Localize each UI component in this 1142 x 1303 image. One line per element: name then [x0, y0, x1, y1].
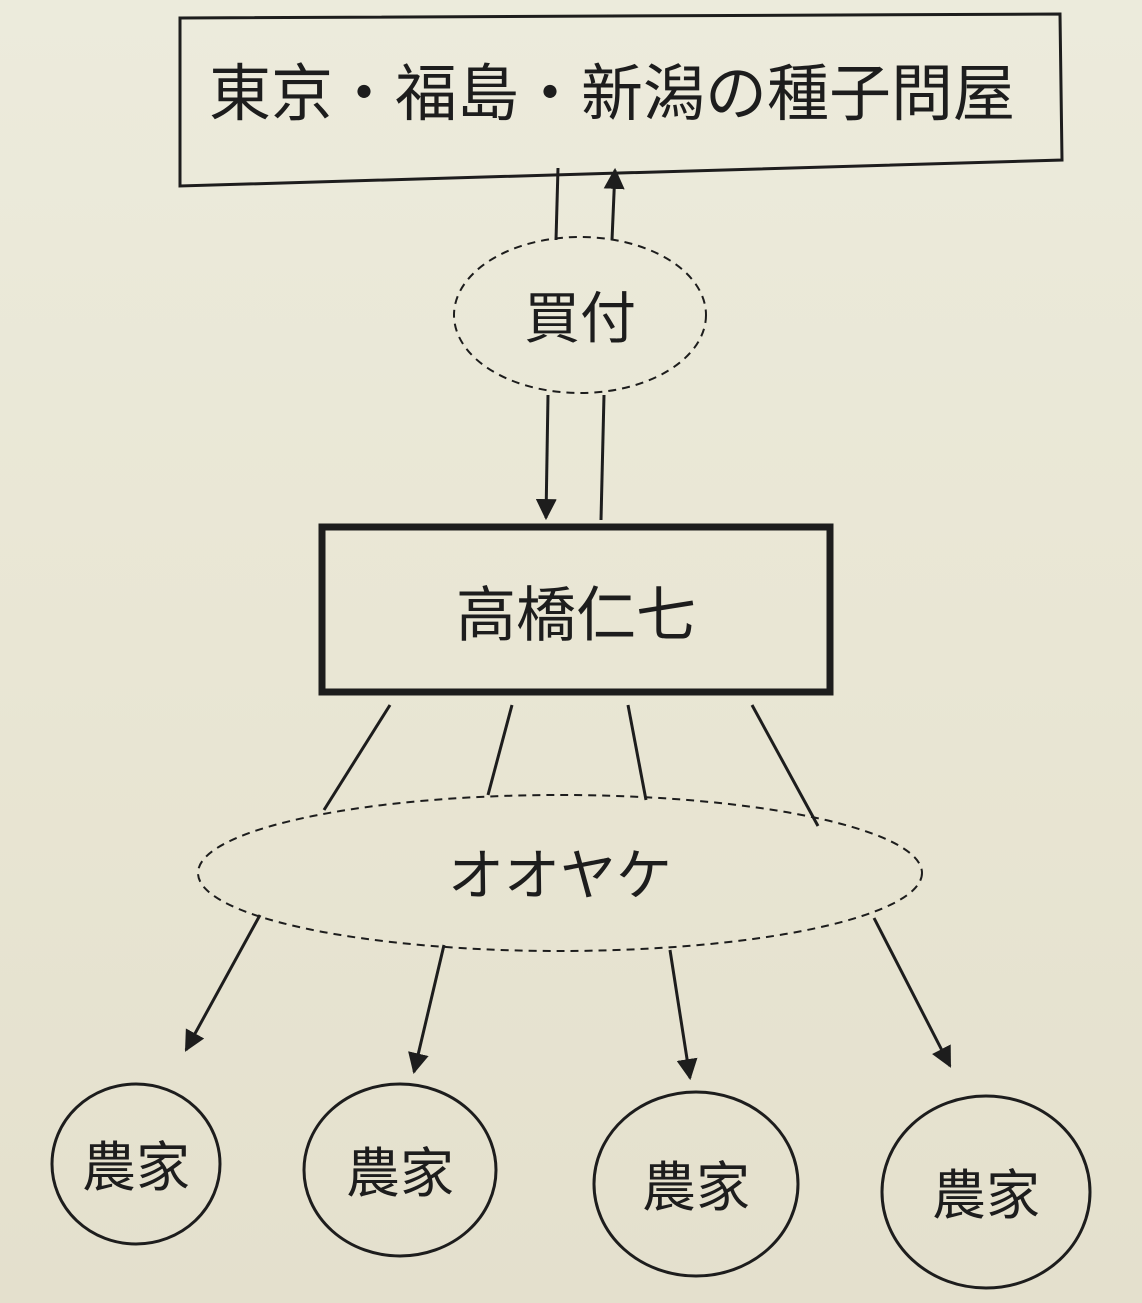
oyake-label: オオヤケ: [448, 844, 672, 909]
farmer-label: 農家: [346, 1142, 454, 1205]
center-to-oyake-line-4: [750, 704, 820, 827]
buying-ellipse: 買付: [453, 236, 707, 394]
buying-to-wholesaler-arrow: [603, 167, 625, 241]
oyake-ellipse-outline: [197, 794, 923, 952]
center-box: 高橋仁七: [318, 523, 834, 696]
center-to-buying-line: [599, 394, 606, 521]
farmer-node-2-outline: [302, 1082, 498, 1258]
farmer-label: 農家: [932, 1164, 1040, 1227]
farmer-node-4-outline: [880, 1094, 1092, 1290]
buying-ellipse-outline: [453, 236, 707, 394]
farmer-label: 農家: [642, 1156, 750, 1219]
center-to-oyake-line-2: [486, 704, 514, 796]
oyake-ellipse: オオヤケ: [197, 794, 923, 952]
farmer-node-2: 農家: [302, 1082, 498, 1258]
wholesaler-box: 東京・福島・新潟の種子問屋: [178, 12, 1064, 188]
oyake-to-farmer-arrow-3: [668, 949, 698, 1081]
farmer-node-3-outline: [592, 1090, 800, 1278]
buying-label: 買付: [524, 287, 636, 352]
oyake-to-farmer-arrow-4: [872, 917, 952, 1068]
center-to-oyake-line-1: [322, 704, 392, 811]
center-label: 高橋仁七: [456, 581, 696, 651]
oyake-to-farmer-arrow-2: [408, 944, 446, 1075]
buying-to-center-arrow: [535, 394, 557, 521]
farmer-node-3: 農家: [592, 1090, 800, 1278]
wholesaler-box-frame: [178, 12, 1064, 188]
farmer-node-4: 農家: [880, 1094, 1092, 1290]
farmer-node-1-outline: [50, 1082, 222, 1246]
farmer-node-1: 農家: [50, 1082, 222, 1246]
center-to-oyake-line-3: [626, 704, 648, 801]
wholesaler-label: 東京・福島・新潟の種子問屋: [209, 57, 1015, 130]
farmer-label: 農家: [82, 1136, 190, 1199]
wholesaler-to-buying-line: [554, 167, 560, 241]
center-box-frame: [318, 523, 834, 696]
oyake-to-farmer-arrow-1: [184, 914, 262, 1052]
